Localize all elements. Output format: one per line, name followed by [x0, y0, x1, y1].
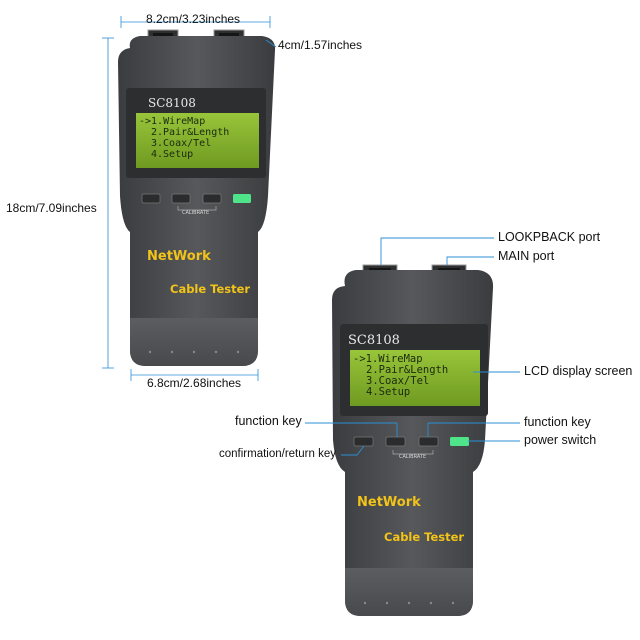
callout-function-key-right: function key	[524, 415, 591, 429]
left-model-label: SC8108	[148, 96, 196, 110]
dimension-lines	[102, 16, 277, 381]
right-menu-item-4: 4.Setup	[366, 386, 410, 398]
dim-width-bottom-label: 6.8cm/2.68inches	[147, 376, 242, 390]
left-function-key-2[interactable]	[202, 193, 222, 204]
left-menu-item-1: ->1.WireMap	[139, 116, 205, 127]
left-confirm-key[interactable]	[141, 193, 161, 204]
dim-height-label: 18cm/7.09inches	[6, 201, 97, 215]
callout-main-port: MAIN port	[498, 249, 555, 263]
right-model-label: SC8108	[348, 333, 400, 348]
callout-power-switch: power switch	[524, 433, 597, 447]
left-lcd-screen	[136, 113, 259, 168]
callout-lines	[305, 237, 520, 456]
left-device: SC8108 ->1.WireMap 2.Pair&Length 3.Coax/…	[118, 29, 276, 366]
left-brand-network: NetWork	[147, 249, 211, 264]
left-menu-item-2: 2.Pair&Length	[151, 127, 229, 138]
left-calibrate-label: CALIBRATE	[182, 210, 209, 216]
right-device: SC8108 ->1.WireMap 2.Pair&Length 3.Coax/…	[332, 264, 494, 616]
right-menu-item-3: 3.Coax/Tel	[366, 375, 429, 387]
callout-confirm-key: confirmation/return key	[219, 448, 336, 460]
callout-lcd-screen: LCD display screen	[524, 364, 633, 378]
right-brand-network: NetWork	[357, 495, 421, 510]
dim-width-top-label: 8.2cm/3.23inches	[146, 12, 241, 26]
right-brand-cable-tester: Cable Tester	[384, 530, 464, 544]
callout-loopback-port: LOOKPBACK port	[498, 230, 601, 244]
right-calibrate-label: CALIBRATE	[399, 454, 426, 460]
right-lcd-screen	[350, 350, 480, 406]
right-function-key-2[interactable]	[418, 436, 439, 447]
left-function-key-1[interactable]	[171, 193, 191, 204]
callout-function-key-left: function key	[235, 414, 302, 428]
left-menu-item-4: 4.Setup	[151, 149, 193, 160]
left-power-switch[interactable]	[233, 194, 251, 203]
left-device-body	[118, 36, 276, 366]
right-confirm-key[interactable]	[353, 436, 374, 447]
left-menu-item-3: 3.Coax/Tel	[151, 138, 211, 149]
right-power-switch[interactable]	[450, 437, 469, 446]
right-function-key-1[interactable]	[385, 436, 406, 447]
right-menu-item-2: 2.Pair&Length	[366, 364, 448, 376]
left-brand-cable-tester: Cable Tester	[170, 282, 250, 296]
dim-depth-label: 4cm/1.57inches	[278, 38, 363, 52]
right-menu-item-1: ->1.WireMap	[353, 353, 423, 365]
